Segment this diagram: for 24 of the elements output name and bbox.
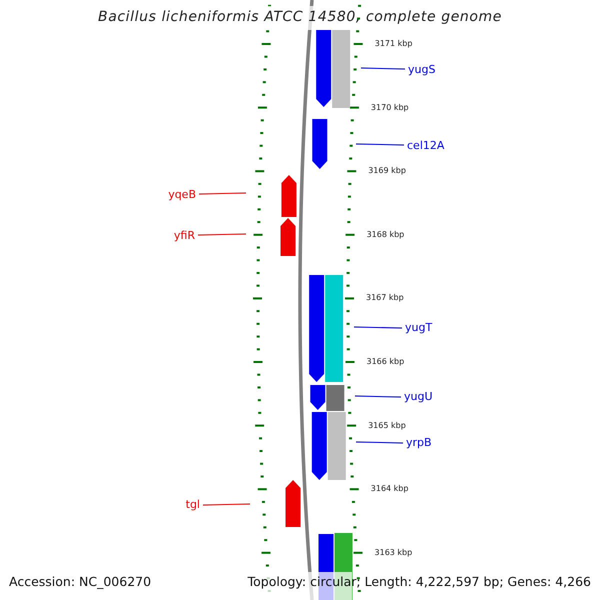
gene-label: yugS	[408, 63, 436, 76]
scale-label: 3167 kbp	[366, 293, 404, 304]
gene-label: yugU	[404, 390, 433, 403]
leader-line	[354, 396, 402, 398]
gene-label: yqeB	[168, 188, 196, 201]
title: Bacillus licheniformis ATCC 14580, complete genome	[97, 9, 503, 25]
scale-label: 3163 kbp	[374, 548, 412, 558]
scale-label: 3164 kbp	[370, 484, 408, 494]
scale-label: 3170 kbp	[370, 102, 409, 113]
leader-line	[198, 192, 246, 194]
scale-label: 3169 kbp	[368, 166, 406, 176]
gene-label: cel12A	[407, 139, 444, 152]
gene-label: yfiR	[174, 229, 195, 242]
gene-label: yugT	[405, 321, 432, 334]
leader-line	[356, 144, 404, 146]
leader-line	[356, 442, 404, 444]
accession-text: Accession: NC_006270	[9, 574, 152, 589]
leader-line	[198, 234, 246, 236]
leader-line	[354, 326, 402, 328]
leader-line	[202, 504, 250, 506]
leader-line	[360, 68, 406, 70]
scale-label: 3171 kbp	[374, 39, 412, 49]
gene-label: yrpB	[406, 436, 432, 449]
gene-label: tgl	[186, 498, 200, 511]
